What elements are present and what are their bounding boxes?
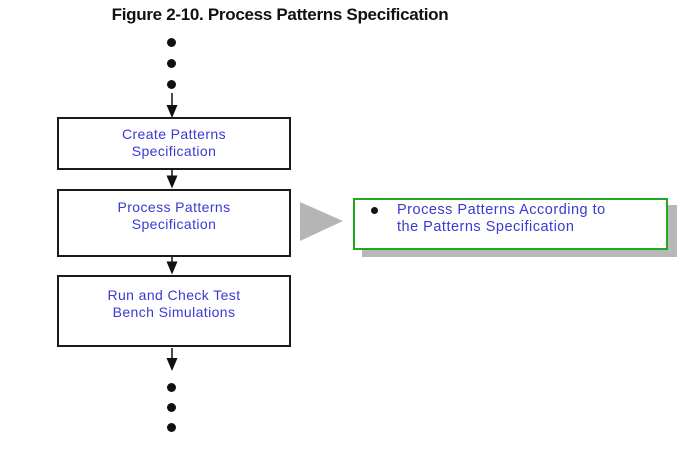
flow-step-label-line: Specification xyxy=(131,216,217,232)
ellipsis-dot xyxy=(167,59,176,68)
ellipsis-dot xyxy=(167,383,176,392)
flow-step-label-line: Process Patterns xyxy=(117,199,231,215)
callout-pointer-triangle xyxy=(300,202,343,241)
flow-arrow-down-1 xyxy=(166,93,178,118)
callout-note-line: Process Patterns According to xyxy=(397,202,606,218)
flow-arrow-down-2 xyxy=(166,170,178,189)
callout-note: Process Patterns According to the Patter… xyxy=(353,198,668,250)
flow-step-process-patterns-specification: Process Patterns Specification xyxy=(57,189,291,257)
flow-step-label-line: Bench Simulations xyxy=(112,304,236,320)
figure-title: Figure 2-10. Process Patterns Specificat… xyxy=(111,5,449,24)
ellipsis-dot xyxy=(167,38,176,47)
callout-note-line: the Patterns Specification xyxy=(397,219,575,235)
ellipsis-dot xyxy=(167,423,176,432)
ellipsis-dot xyxy=(167,403,176,412)
flow-arrow-down-4 xyxy=(166,348,178,371)
ellipsis-dot xyxy=(167,80,176,89)
bullet-icon xyxy=(371,207,378,214)
flow-step-label-line: Create Patterns xyxy=(121,126,227,142)
callout-note-text: Process Patterns According to the Patter… xyxy=(397,202,606,236)
flow-step-label-line: Specification xyxy=(131,143,217,159)
flow-step-create-patterns-specification: Create Patterns Specification xyxy=(57,117,291,170)
flow-arrow-down-3 xyxy=(166,257,178,275)
flow-step-label-line: Run and Check Test xyxy=(107,287,241,303)
flow-step-run-check-test-bench: Run and Check Test Bench Simulations xyxy=(57,275,291,347)
